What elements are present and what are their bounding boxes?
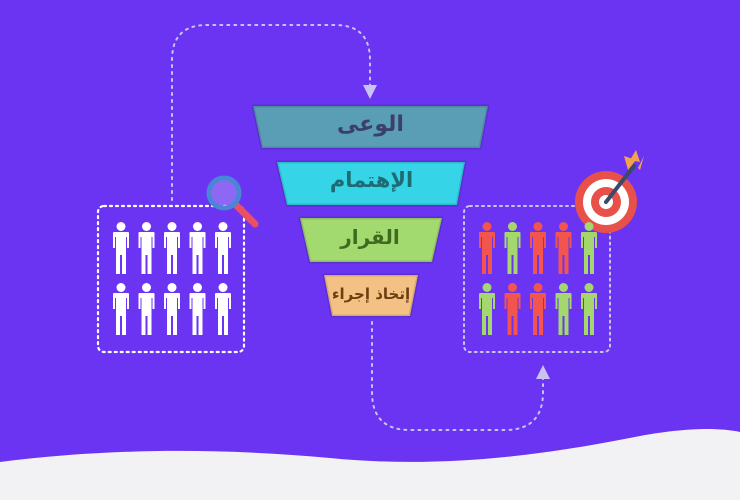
right-group-person: [581, 283, 597, 335]
funnel-stage-2: [275, 160, 467, 207]
funnel-stage-3: [298, 216, 444, 264]
left-group-person: [189, 283, 206, 335]
left-group-person: [189, 222, 206, 274]
right-group-frame: [463, 205, 611, 353]
left-group-person: [138, 222, 155, 274]
left-group-person: [215, 222, 231, 274]
funnel-stage-4: [322, 273, 420, 318]
right-group-person: [479, 283, 495, 335]
funnel-stage-1: [251, 104, 490, 150]
target-icon: [575, 150, 644, 233]
right-group-person: [530, 283, 546, 335]
left-group-person: [215, 283, 231, 335]
left-group-frame: [96, 204, 246, 354]
left-group-person: [164, 283, 180, 335]
left-group-person: [138, 283, 155, 335]
left-group-person: [164, 222, 180, 274]
right-group-person: [555, 222, 572, 274]
bottom-wave: [0, 429, 740, 500]
left-group-person: [113, 283, 129, 335]
right-group-person: [504, 222, 521, 274]
top-connector-arrow: [171, 24, 377, 201]
funnel: [251, 104, 490, 318]
right-group-person: [504, 283, 521, 335]
right-group-person: [479, 222, 495, 274]
right-group-person: [530, 222, 546, 274]
magnifier-icon: [206, 175, 259, 228]
right-group-person: [581, 222, 597, 274]
right-group-person: [555, 283, 572, 335]
left-group-person: [113, 222, 129, 274]
people-layer: [113, 222, 597, 335]
bottom-connector-arrow: [371, 321, 550, 431]
